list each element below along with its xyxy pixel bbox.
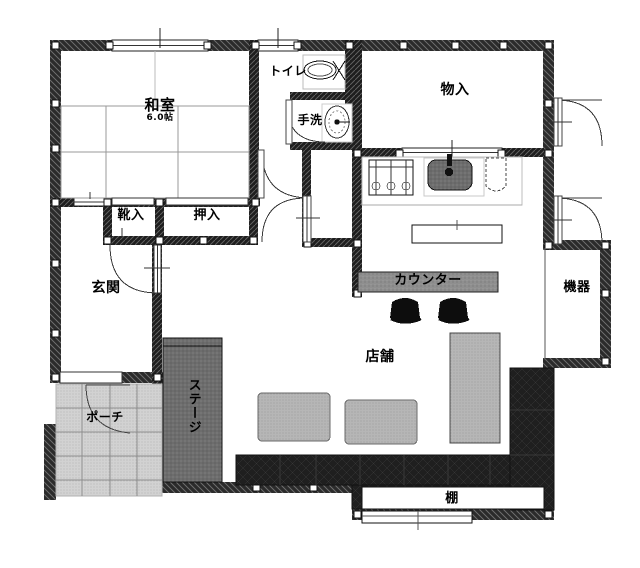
bar-stool-right — [438, 298, 470, 324]
room-label-tearai: 手洗 — [297, 113, 323, 127]
room-label-tenpo: 店舗 — [365, 349, 395, 365]
room-label-oshiire: 押入 — [193, 208, 221, 223]
room-label-washitsu: 和室 6.0帖 — [144, 96, 176, 123]
washbasin-fixture — [321, 103, 353, 143]
room-label-toilet: トイレ — [269, 64, 307, 78]
stove-fixture — [368, 159, 414, 196]
kitchen-unit — [361, 154, 523, 206]
room-label-genkan: 玄関 — [91, 280, 121, 296]
counter-bar — [357, 271, 499, 293]
right-door-upper — [555, 99, 603, 147]
tana-shelf — [361, 486, 545, 530]
room-label-kiki: 機器 — [563, 280, 591, 295]
store-door — [261, 197, 307, 243]
bar-stool-left — [390, 298, 422, 324]
store-table-a — [257, 392, 331, 442]
toilet-fixture — [302, 54, 346, 90]
room-label-monoire: 物入 — [440, 82, 470, 98]
room-label-counter: カウンター — [394, 273, 462, 288]
kitchen-sink-fixture — [423, 154, 485, 197]
room-label-porch: ポーチ — [86, 410, 124, 424]
store-display-table — [449, 332, 501, 444]
store-table-b — [344, 399, 418, 445]
room-label-stage: ステージ — [185, 378, 201, 434]
room-label-kutsuire: 靴入 — [117, 208, 145, 223]
wall-shelf — [411, 220, 503, 244]
right-door-lower — [555, 197, 603, 245]
porch-area — [55, 383, 163, 497]
room-label-tana: 棚 — [445, 491, 459, 506]
